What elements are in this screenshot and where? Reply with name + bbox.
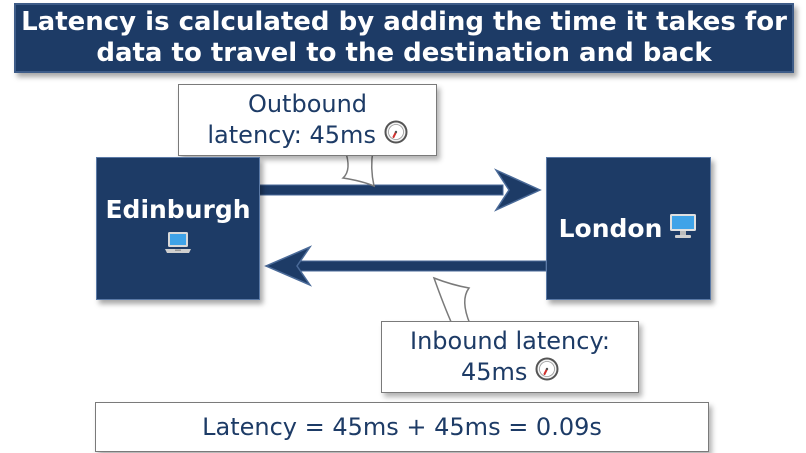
edinburgh-label: Edinburgh	[105, 195, 251, 224]
desktop-computer-icon	[668, 211, 698, 247]
outbound-line-1: Outbound	[247, 89, 368, 118]
latency-formula-text: Latency = 45ms + 45ms = 0.09s	[202, 413, 602, 441]
london-label: London	[558, 214, 663, 243]
stopwatch-icon	[535, 357, 559, 389]
stopwatch-icon	[384, 120, 408, 152]
title-line-1: Latency is calculated by adding the time…	[21, 7, 787, 37]
outbound-arrow	[257, 168, 542, 212]
inbound-latency-callout: Inbound latency: 45ms	[381, 321, 639, 393]
outbound-line-2: latency: 45ms	[207, 120, 376, 149]
london-box: London	[546, 157, 711, 300]
latency-formula-box: Latency = 45ms + 45ms = 0.09s	[95, 402, 709, 452]
inbound-arrow	[264, 245, 547, 287]
inbound-line-2: 45ms	[460, 357, 528, 386]
outbound-callout-pointer	[341, 149, 376, 188]
title-line-2: data to travel to the destination and ba…	[96, 38, 712, 68]
inbound-callout-pointer	[432, 276, 472, 325]
outbound-line-2-row: latency: 45ms	[179, 120, 436, 152]
inbound-line-2-row: 45ms	[382, 357, 638, 389]
title-banner: Latency is calculated by adding the time…	[14, 3, 794, 73]
laptop-icon	[163, 230, 193, 262]
edinburgh-box: Edinburgh	[96, 157, 260, 300]
outbound-latency-callout: Outbound latency: 45ms	[178, 84, 437, 156]
inbound-line-1: Inbound latency:	[410, 326, 610, 355]
